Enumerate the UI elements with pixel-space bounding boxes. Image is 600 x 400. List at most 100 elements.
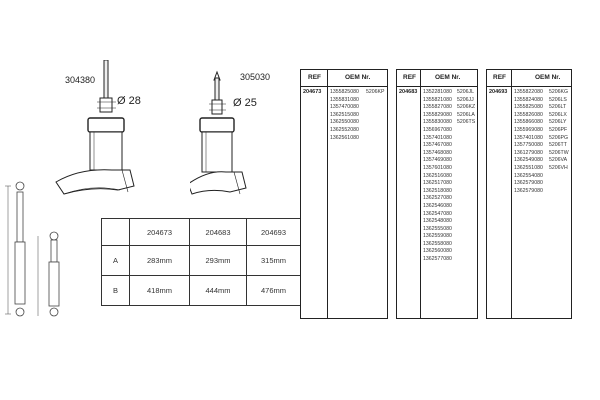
dimension-cell: 315mm <box>246 245 301 276</box>
oem-list-entry: 1362517080 <box>423 180 452 187</box>
oem-list-entry: 5206VA <box>549 157 568 164</box>
oem-list-entry: 5206TS <box>457 119 476 126</box>
oem-list-entry: 1355831080 <box>330 96 359 103</box>
oem-list-entry: 1362555080 <box>423 225 452 232</box>
oem-list-entry: 5206TW <box>549 149 569 156</box>
oem-list-entry: 1362527080 <box>423 195 452 202</box>
oem-list-entry: 1362550080 <box>330 119 359 126</box>
oem-list-entry: 5206LT <box>549 104 567 111</box>
oem-list-entry: 1362549080 <box>514 157 543 164</box>
ref-number: 204693 <box>489 89 508 95</box>
dimension-header-cell: 204683 <box>189 218 247 246</box>
oem-list-entry: 1362548080 <box>423 218 452 225</box>
strut-drawing-305030 <box>190 70 247 195</box>
dimension-header-row: 204673 204683 204693 <box>101 218 301 246</box>
oem-list-entry: 1357468080 <box>423 149 452 156</box>
oem-list-entry: 1355824080 <box>514 96 543 103</box>
oem-list-entry: 1355825080 <box>514 104 543 111</box>
oem-list-entry: 1362515080 <box>330 111 359 118</box>
oem-list-entry: 1362560080 <box>423 248 452 255</box>
oem-list-entry: 1362554080 <box>514 172 543 179</box>
oem-list-entry: 5206KP <box>366 89 385 95</box>
oem-column-header: OEM Nr. <box>345 74 371 81</box>
shock-absorber-drawing <box>5 181 60 317</box>
oem-list-entry: 1355866080 <box>514 119 543 126</box>
dimension-header-cell: 204693 <box>246 218 301 246</box>
oem-list-entry: 1357467080 <box>423 142 452 149</box>
oem-list-entry: 5206LY <box>549 119 567 126</box>
ref-column-header: REF <box>493 74 506 81</box>
oem-list-entry: 1362561080 <box>330 134 359 141</box>
oem-list-entry: 1357601080 <box>423 164 452 171</box>
oem-list-entry: 5206LX <box>549 111 567 118</box>
oem-list-entry: 5206KG <box>549 89 569 95</box>
strut-drawing-304380 <box>55 60 135 195</box>
oem-list-entry: 1362579080 <box>514 180 543 187</box>
oem-list-entry: 1355829080 <box>423 111 452 118</box>
oem-list-entry: 1355969080 <box>514 126 543 133</box>
oem-list-entry: 1362516080 <box>423 172 452 179</box>
oem-list-entry: 1362559080 <box>423 233 452 240</box>
dimension-header-cell: 204673 <box>129 218 190 246</box>
ref-number: 204683 <box>399 89 418 95</box>
oem-list-entry: 1355822080 <box>514 89 543 95</box>
oem-list-entry: 1362518080 <box>423 187 452 194</box>
dimension-row-label: A <box>101 245 130 276</box>
oem-list-entry: 1355821080 <box>423 96 452 103</box>
oem-list-entry: 5206LA <box>457 111 475 118</box>
ref-column-header: REF <box>403 74 416 81</box>
dimension-corner-cell <box>101 218 130 246</box>
oem-list-entry: 1357750080 <box>514 142 543 149</box>
oem-table-header: REF OEM Nr. <box>487 70 571 87</box>
oem-list-entry: 1352281080 <box>423 89 452 95</box>
oem-column-header: OEM Nr. <box>535 74 561 81</box>
oem-list-entry: 1357401080 <box>423 134 452 141</box>
oem-list-entry: 5206JJ <box>457 96 474 103</box>
oem-list-entry: 1355827080 <box>423 104 452 111</box>
oem-list-entry: 1357470080 <box>330 104 359 111</box>
dimension-cell: 444mm <box>189 275 247 306</box>
oem-list-entry: 5206JL <box>457 89 475 95</box>
diameter-left: Ø 28 <box>117 95 141 107</box>
dimension-row: A 283mm 293mm 315mm <box>101 245 301 276</box>
oem-table-header: REF OEM Nr. <box>301 70 387 87</box>
diameter-right: Ø 25 <box>233 97 257 109</box>
dimension-table: 204673 204683 204693 A 283mm 293mm 315mm… <box>101 218 301 306</box>
oem-list-entry: 1362552080 <box>330 126 359 133</box>
oem-table-header: REF OEM Nr. <box>397 70 477 87</box>
part-number-right: 305030 <box>240 72 271 82</box>
dimension-row-label: B <box>101 275 130 306</box>
dimension-cell: 283mm <box>129 245 190 276</box>
part-number-left: 304380 <box>65 75 96 85</box>
oem-list-entry: 5206PG <box>549 134 569 141</box>
oem-list-entry: 5206VH <box>549 164 568 171</box>
oem-list-entry: 1362579080 <box>514 187 543 194</box>
oem-code-list: 5206KP <box>366 89 384 97</box>
dimension-cell: 418mm <box>129 275 190 306</box>
oem-list-entry: 5206PF <box>549 126 568 133</box>
oem-list-entry: 1355830080 <box>423 119 452 126</box>
oem-list-entry: 1362547080 <box>423 210 452 217</box>
oem-list-entry: 5206LS <box>549 96 567 103</box>
oem-list-entry: 1355825080 <box>330 89 359 95</box>
oem-list-entry: 1361279080 <box>514 149 543 156</box>
oem-list-entry: 1357401080 <box>514 134 543 141</box>
oem-list-entry: 1362546080 <box>423 202 452 209</box>
oem-list-entry: 1362577080 <box>423 256 452 263</box>
oem-list-entry: 5206KZ <box>457 104 476 111</box>
oem-list-entry: 1362551080 <box>514 164 543 171</box>
dimension-cell: 476mm <box>246 275 301 306</box>
ref-number: 204673 <box>303 89 322 95</box>
ref-column-header: REF <box>308 74 321 81</box>
oem-list-entry: 1357469080 <box>423 157 452 164</box>
oem-list-entry: 1355826080 <box>514 111 543 118</box>
oem-column-header: OEM Nr. <box>435 74 461 81</box>
